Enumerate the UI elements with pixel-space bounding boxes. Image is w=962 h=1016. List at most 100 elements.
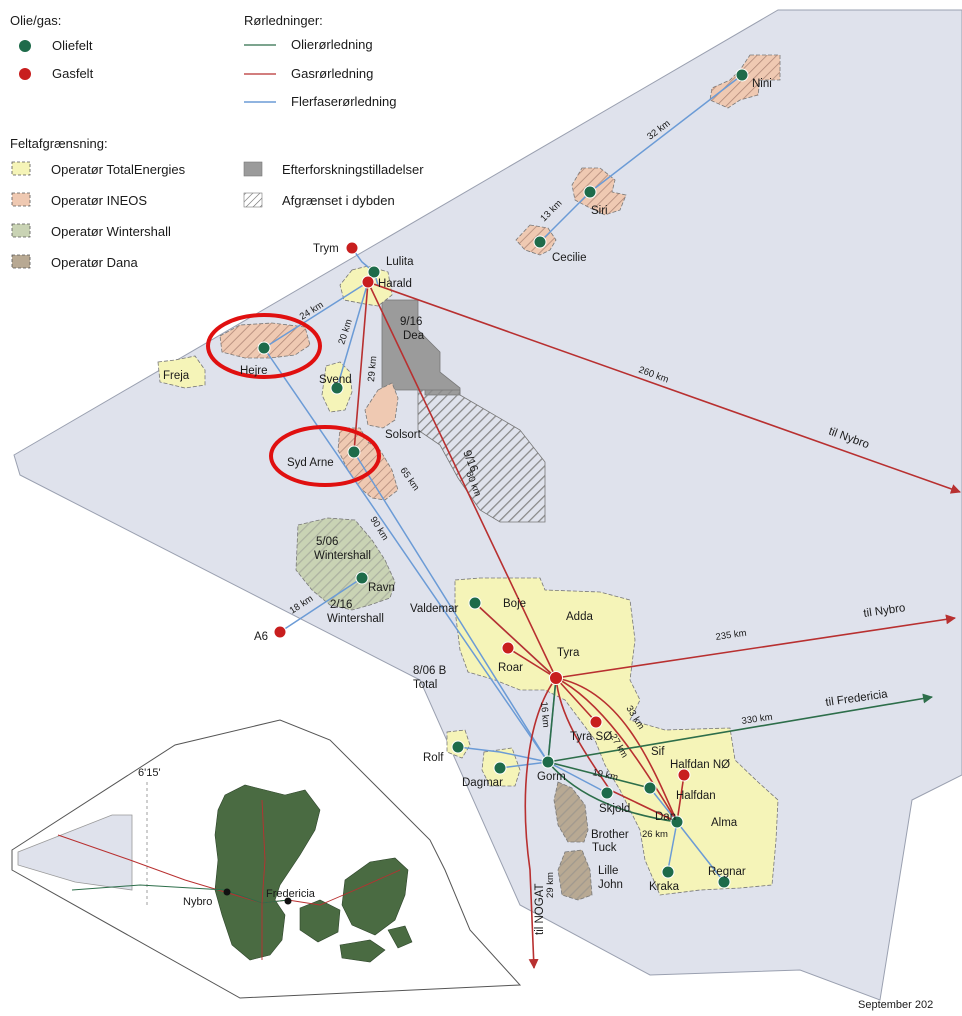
gas-point-halfdan-no [677, 768, 691, 782]
inset-jutland-land [214, 784, 321, 961]
label-harald: Harald [378, 278, 412, 290]
oil-point-dan [670, 815, 684, 829]
exploration-dea-area [381, 299, 461, 396]
oil-point-valdemar [468, 596, 482, 610]
legend-oil-gas: Olie/gas: Oliefelt Gasfelt [10, 13, 94, 81]
label-valdemar: Valdemar [410, 603, 459, 615]
depth-limited-9-16-area [417, 389, 546, 523]
gas-point-tyra-so [589, 715, 603, 729]
label-brother: Brother [591, 829, 629, 841]
label-boje: Boje [503, 598, 526, 610]
gas-point-harald [361, 275, 375, 289]
label-freja: Freja [163, 370, 190, 382]
label-dea-name: Dea [403, 330, 425, 342]
oil-point-nini [735, 68, 749, 82]
gas-pipelines [353, 281, 961, 969]
label-wint-2-16: 2/16 [330, 599, 352, 611]
legend-ineos-swatch [11, 192, 31, 207]
inset-fredericia-label: Fredericia [266, 888, 316, 900]
dist-19: 19 km [591, 767, 619, 783]
legend-oil-dot [19, 40, 31, 52]
oil-point-siri [583, 185, 597, 199]
dest-nybro-2: til Nybro [863, 602, 906, 620]
legend-gas-line-label: Gasrørledning [291, 66, 373, 81]
footer-date: September 202 [858, 999, 933, 1011]
legend-wintershall-label: Operatør Wintershall [51, 224, 171, 239]
field-total-south-area [454, 577, 779, 896]
legend-oil-gas-title: Olie/gas: [10, 13, 61, 28]
label-wint-5-06: 5/06 [316, 536, 338, 548]
label-wint-2-16-name: Wintershall [327, 613, 384, 625]
oil-point-skjold [600, 786, 614, 800]
inset-nybro-dot [223, 888, 231, 896]
legend-total-swatch [11, 161, 31, 176]
legend-fields-title: Feltafgrænsning: [10, 136, 108, 151]
label-alma: Alma [711, 817, 738, 829]
label-nini: Nini [752, 78, 772, 90]
highlight-hejre-ellipse [206, 313, 322, 379]
oil-point-svend [330, 381, 344, 395]
label-skjold: Skjold [599, 803, 630, 815]
legend-pipelines: Rørledninger: Olierørledning Gasrørledni… [244, 13, 397, 109]
legend-gas-label: Gasfelt [52, 66, 94, 81]
label-svend: Svend [319, 374, 352, 386]
label-dagmar: Dagmar [462, 777, 503, 789]
label-wint-5-06-name: Wintershall [314, 550, 371, 562]
oil-pipelines [547, 677, 933, 823]
label-gorm: Gorm [537, 771, 566, 783]
label-solsort: Solsort [385, 429, 422, 441]
label-regnar: Regnar [708, 866, 746, 878]
gas-field-points [273, 241, 691, 782]
gas-point-roar [501, 641, 515, 655]
inset-zealand-land [341, 857, 409, 936]
field-wintershall-hatch [296, 518, 395, 610]
label-ravn: Ravn [368, 582, 395, 594]
field-solsort-area [364, 382, 399, 429]
oil-point-cecilie [533, 235, 547, 249]
label-john: John [598, 879, 623, 891]
legend-ineos-label: Operatør INEOS [51, 193, 147, 208]
field-lille-john-hatch [558, 850, 592, 900]
inset-longitude-label: 6'15' [138, 767, 161, 779]
field-hejre-hatch [220, 323, 310, 358]
label-tyra: Tyra [557, 647, 580, 659]
oil-point-dagmar [493, 761, 507, 775]
gas-point-a6 [273, 625, 287, 639]
label-halfdan-no: Halfdan NØ [670, 759, 730, 771]
legend-total-label: Operatør TotalEnergies [51, 162, 186, 177]
label-tuck: Tuck [592, 842, 617, 854]
dist-235: 235 km [715, 628, 747, 643]
field-brother-tuck-hatch [554, 782, 588, 842]
oil-point-gorm [541, 755, 555, 769]
label-trym: Trym [313, 243, 339, 255]
oil-point-lulita [367, 265, 381, 279]
oil-point-kraka [661, 865, 675, 879]
legend-exploration-label: Efterforskningstilladelser [282, 162, 424, 177]
label-sif: Sif [651, 746, 665, 758]
dist-16: 16 km [538, 701, 551, 728]
dist-29: 29 km [366, 355, 379, 382]
label-lille: Lille [598, 865, 618, 877]
label-adda: Adda [566, 611, 593, 623]
inset-land-gas-line [261, 799, 401, 960]
label-dea-num: 9/16 [400, 316, 422, 328]
gas-point-trym [345, 241, 359, 255]
oil-point-regnar [717, 875, 731, 889]
oil-point-syd-arne [347, 445, 361, 459]
oil-point-rolf [451, 740, 465, 754]
dest-nogat: til NOGAT [534, 883, 546, 935]
inset-sea-sector [17, 814, 133, 891]
inset-fredericia-dot [284, 897, 292, 905]
legend-exploration-swatch [243, 161, 263, 177]
field-nini-hatch [710, 55, 780, 108]
label-rolf: Rolf [423, 752, 444, 764]
label-a6: A6 [254, 631, 268, 643]
label-cecilie: Cecilie [552, 252, 587, 264]
inset-islands-land [339, 925, 413, 963]
oil-point-halfdan [643, 781, 657, 795]
legend-oil-label: Oliefelt [52, 38, 93, 53]
oil-point-ravn [355, 571, 369, 585]
dist-29b: 29 km [545, 872, 556, 898]
dist-26: 26 km [642, 829, 668, 840]
